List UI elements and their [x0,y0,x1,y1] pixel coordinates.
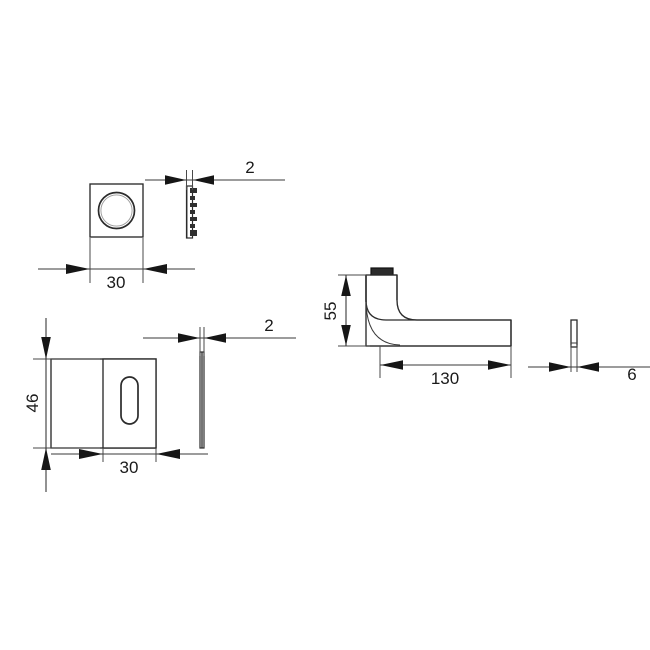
escutcheon-thickness-arrow-left [178,333,200,343]
rosette-side-detail-2 [190,196,195,200]
escutcheon-height-label: 46 [23,394,42,413]
rosette-thickness-arrow-left [165,175,187,185]
lever-length-arrow-right [488,360,511,370]
rosette-thickness-label: 2 [245,158,254,177]
rosette-side-detail-1 [190,188,197,193]
rosette-hole-inner-edge [100,194,133,227]
rosette-thickness-arrow-right [193,175,214,185]
lever-height-arrow-bottom [341,325,351,346]
escutcheon-height-arrow-bottom [41,447,51,470]
lever-body-outline [365,274,512,347]
keyhole-escutcheon-front-view [50,358,157,449]
rosette-side-detail-4 [190,210,195,214]
escutcheon-width-arrow-right [156,449,180,459]
dimension-lever-length: 130 [379,346,512,388]
round-rosette-side-view [185,185,197,239]
rosette-side-detail-3 [190,203,197,207]
rosette-side-detail-5 [190,217,197,221]
lever-handle-end-view [570,319,578,348]
rosette-width-label: 30 [107,273,126,292]
dimension-escutcheon-thickness: 2 [143,316,296,356]
escutcheon-thickness-label: 2 [264,316,273,335]
lever-handle-side-view [365,267,512,347]
dimension-lever-height: 55 [321,274,370,347]
escutcheon-height-arrow-top [41,337,51,360]
escutcheon-keyhole [120,376,139,425]
dimension-escutcheon-width: 30 [51,448,208,477]
lever-end-width-label: 6 [627,365,636,384]
lever-inner-fillet-lower [365,299,401,346]
rosette-side-detail-7 [190,230,197,236]
dimension-lever-end-width: 6 [528,345,650,384]
escutcheon-thickness-arrow-right [204,333,226,343]
lever-end-width-arrow-left [549,362,571,372]
lever-length-label: 130 [431,369,459,388]
lever-height-arrow-top [341,275,351,296]
lever-height-label: 55 [321,302,340,321]
keyhole-escutcheon-side-view [199,351,205,449]
lever-end-view-body [570,319,578,348]
dimension-rosette-thickness: 2 [145,158,285,190]
rosette-width-arrow-right [143,264,167,274]
round-rosette-front-view [89,183,144,238]
dimension-escutcheon-height: 46 [23,318,100,492]
dimension-rosette-width: 30 [38,238,195,292]
escutcheon-width-label: 30 [120,458,139,477]
rosette-circular-hole [97,191,136,230]
lever-spindle-cap [370,267,394,276]
lever-end-width-arrow-right [577,362,599,372]
rosette-side-detail-6 [190,224,195,228]
lever-length-arrow-left [380,360,403,370]
rosette-width-arrow-left [66,264,90,274]
escutcheon-width-arrow-left [79,449,103,459]
